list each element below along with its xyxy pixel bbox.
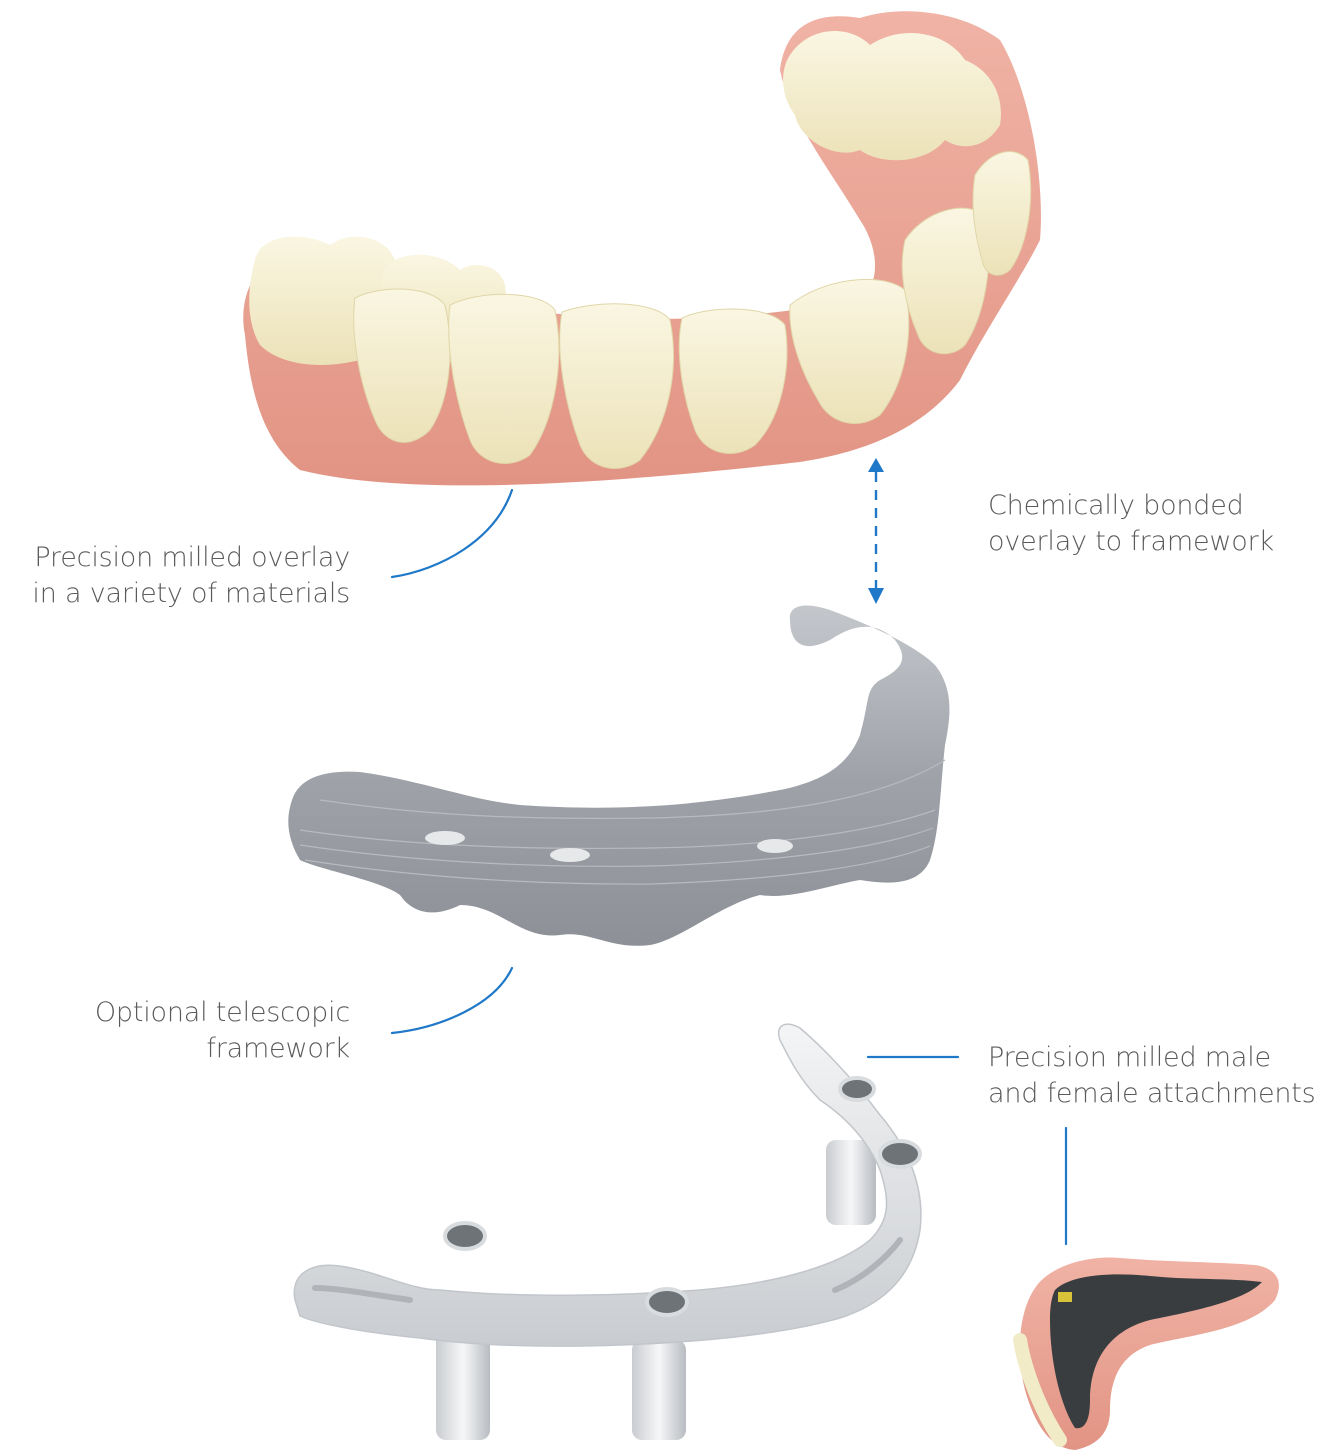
label-attachments: Precision milled male and female attachm… (988, 1040, 1316, 1112)
arrow-up-icon (868, 458, 884, 472)
label-framework-line2: framework (0, 1031, 350, 1067)
arrow-down-icon (868, 588, 884, 604)
label-framework: Optional telescopic framework (0, 995, 350, 1067)
label-attachments-line2: and female attachments (988, 1076, 1316, 1112)
leader-framework (392, 968, 512, 1033)
label-framework-line1: Optional telescopic (0, 995, 350, 1031)
telescopic-framework-picture (288, 605, 949, 945)
leader-overlay (392, 490, 512, 577)
milled-bar-picture (294, 1024, 921, 1440)
label-bond: Chemically bonded overlay to framework (988, 488, 1274, 560)
bond-arrow (868, 458, 884, 604)
label-overlay-line1: Precision milled overlay (0, 540, 350, 576)
label-overlay: Precision milled overlay in a variety of… (0, 540, 350, 612)
denture-overlay-picture (243, 11, 1041, 485)
label-overlay-line2: in a variety of materials (0, 576, 350, 612)
label-bond-line1: Chemically bonded (988, 488, 1274, 524)
label-bond-line2: overlay to framework (988, 524, 1274, 560)
finished-prosthesis-picture (1020, 1257, 1279, 1450)
label-attachments-line1: Precision milled male (988, 1040, 1316, 1076)
